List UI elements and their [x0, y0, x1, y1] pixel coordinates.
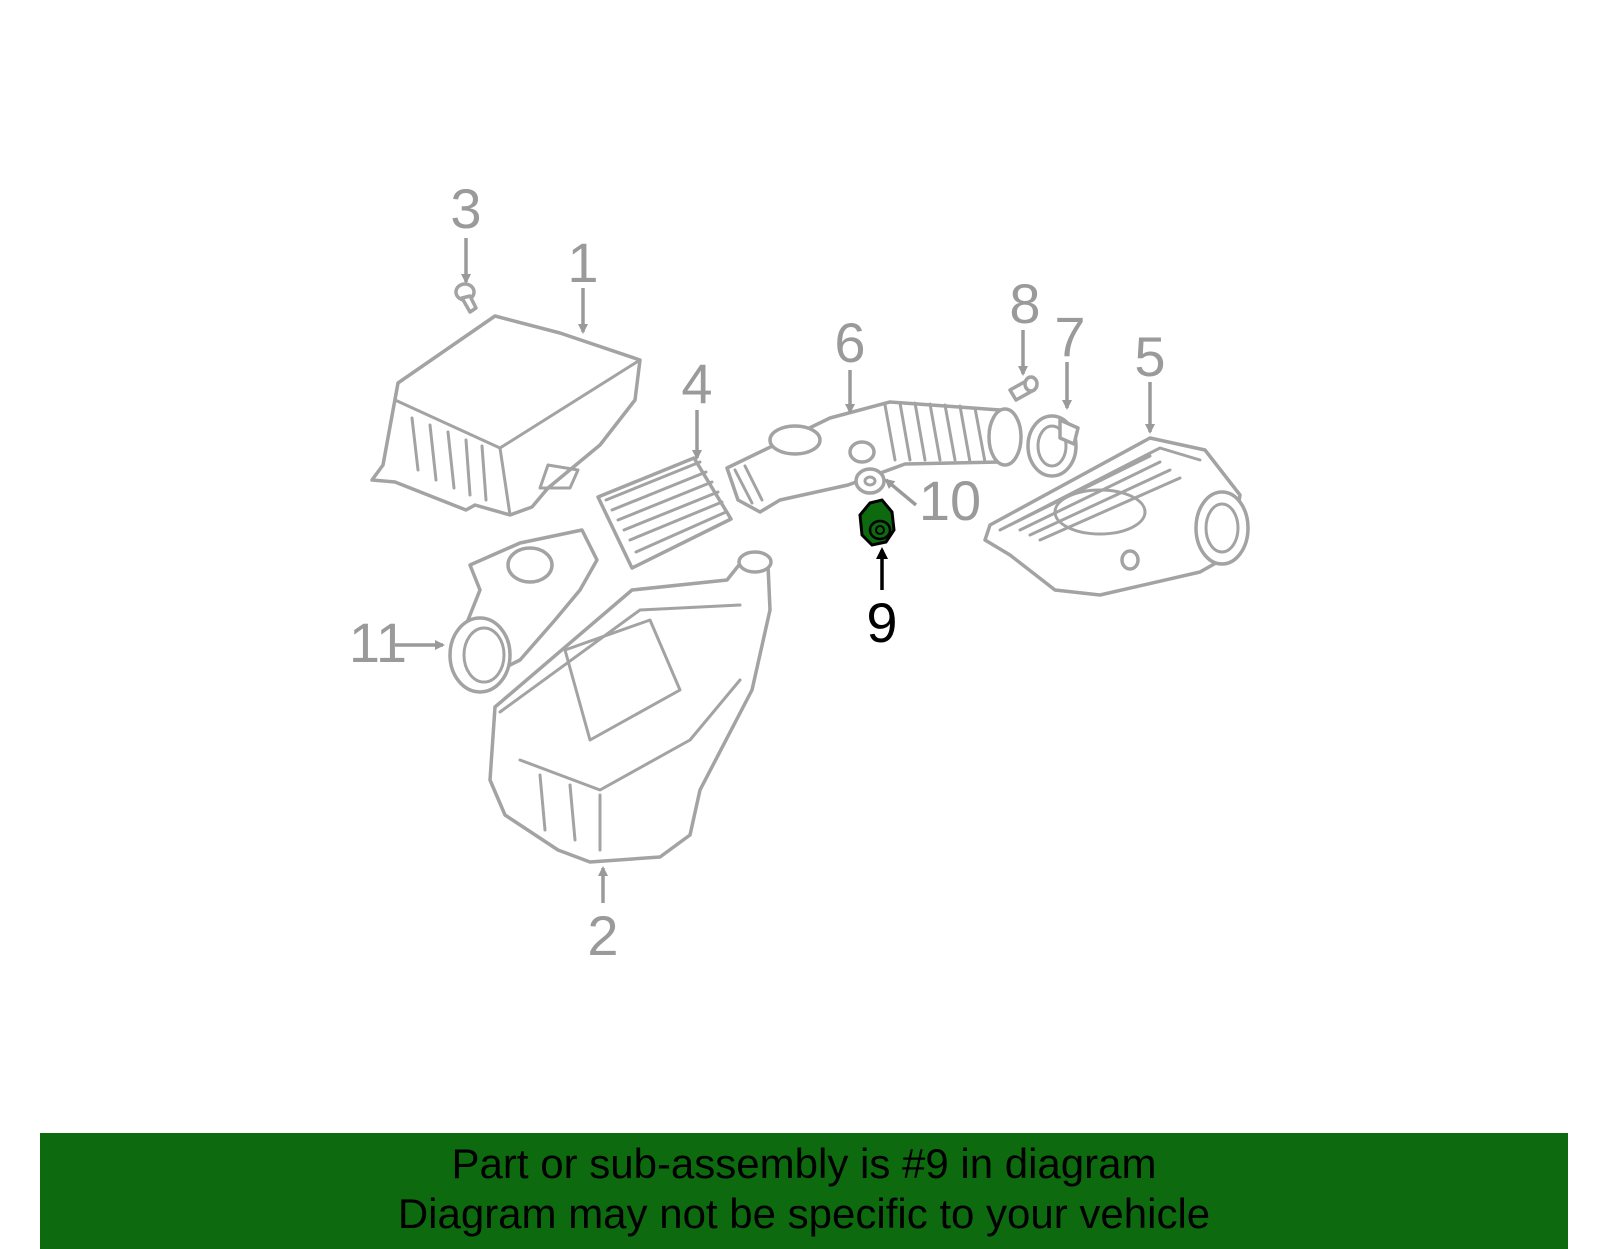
part-3-screw[interactable] — [454, 282, 478, 314]
callout-labels: 3 1 4 6 8 7 5 10 11 2 9 — [349, 177, 1166, 967]
label-9: 9 — [866, 591, 897, 654]
arrow-10 — [884, 478, 918, 507]
parts-diagram: 3 1 4 6 8 7 5 10 11 2 9 — [349, 177, 1250, 967]
part-10-grommet[interactable] — [854, 467, 886, 495]
part-11-inlet-duct[interactable] — [448, 528, 599, 694]
label-7: 7 — [1054, 305, 1085, 368]
label-11: 11 — [349, 611, 407, 674]
part-2-lower-housing[interactable] — [488, 550, 773, 864]
label-8: 8 — [1009, 272, 1040, 335]
label-3: 3 — [450, 177, 481, 240]
banner-line-2: Diagram may not be specific to your vehi… — [397, 1190, 1211, 1237]
label-10: 10 — [919, 469, 981, 532]
part-9-highlighted[interactable] — [858, 498, 896, 547]
part-8-bolt[interactable] — [1008, 375, 1039, 402]
label-5: 5 — [1134, 325, 1165, 388]
label-2: 2 — [587, 904, 618, 967]
part-4-filter-element[interactable] — [596, 456, 733, 570]
info-banner: Part or sub-assembly is #9 in diagram Di… — [40, 1133, 1568, 1249]
part-5-resonator[interactable] — [983, 436, 1250, 597]
part-7-clamp[interactable] — [1026, 414, 1080, 478]
part-1-upper-cover[interactable] — [370, 314, 642, 517]
label-6: 6 — [834, 311, 865, 374]
label-4: 4 — [681, 352, 712, 415]
label-1: 1 — [567, 231, 598, 294]
part-6-intake-duct[interactable] — [725, 400, 1023, 514]
banner-line-1: Part or sub-assembly is #9 in diagram — [451, 1140, 1157, 1187]
callout-arrows — [395, 238, 1155, 903]
